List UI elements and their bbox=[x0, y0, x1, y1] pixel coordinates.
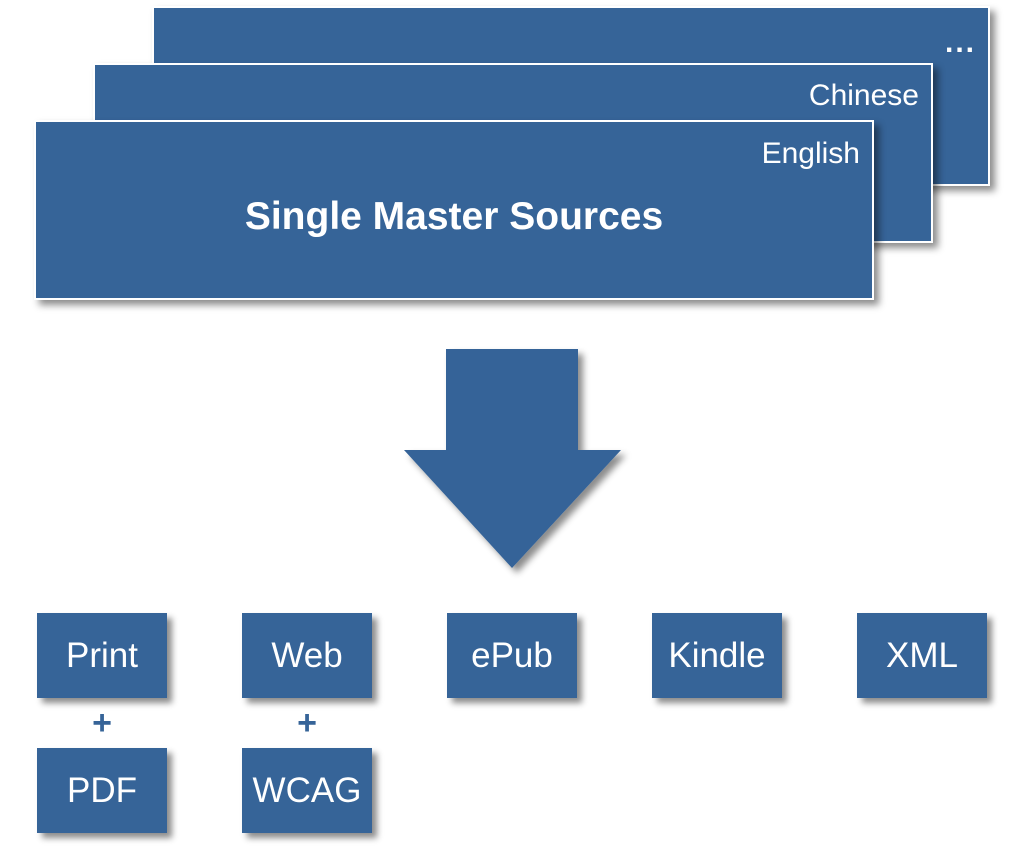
output-kindle: Kindle bbox=[652, 613, 782, 698]
source-card-english: English Single Master Sources bbox=[34, 120, 874, 300]
language-label-english: English bbox=[761, 137, 860, 170]
plus-icon-print: + bbox=[92, 704, 112, 742]
down-arrow-shape bbox=[404, 349, 621, 568]
language-label-chinese: Chinese bbox=[808, 79, 919, 112]
down-arrow-icon bbox=[404, 349, 621, 568]
output-pdf: PDF bbox=[37, 748, 167, 833]
output-epub: ePub bbox=[447, 613, 577, 698]
output-xml: XML bbox=[857, 613, 987, 698]
master-sources-title: Single Master Sources bbox=[244, 195, 664, 238]
language-label-more: ... bbox=[944, 26, 976, 59]
output-wcag: WCAG bbox=[242, 748, 372, 833]
plus-icon-web: + bbox=[297, 704, 317, 742]
output-print: Print bbox=[37, 613, 167, 698]
output-web: Web bbox=[242, 613, 372, 698]
